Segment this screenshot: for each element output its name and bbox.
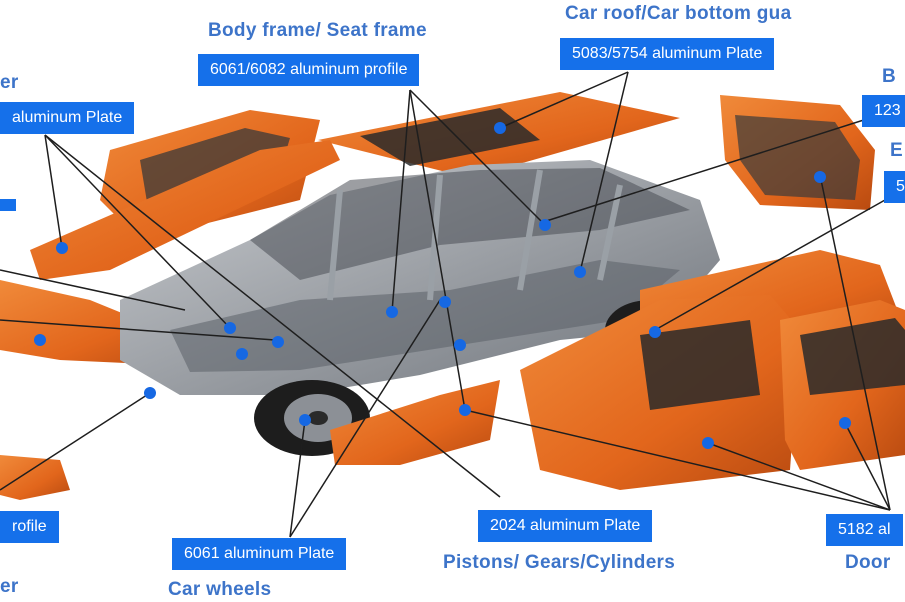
callout-dot [494,122,506,134]
tag-123-right: 123 [862,95,905,127]
callout-dot [299,414,311,426]
callout-dot [439,296,451,308]
caption-door: Door [845,552,891,573]
callout-dot [574,266,586,278]
caption-right-e: E [890,140,903,161]
tag-2024-plate: 2024 aluminum Plate [478,510,653,542]
tag-profile-left: rofile [0,511,59,543]
caption-pistons: Pistons/ Gears/Cylinders [443,552,676,573]
caption-left-top: er [0,72,19,93]
tag-left-edge [0,199,16,211]
caption-car-roof: Car roof/Car bottom gua [565,3,792,24]
caption-right-b: B [882,66,897,87]
left-lower-panel [0,455,70,500]
callout-dot [144,387,156,399]
callout-dots [34,122,851,449]
callout-dot [539,219,551,231]
callout-dot [839,417,851,429]
front-fender-piece [330,380,500,465]
leader-lines [0,71,891,538]
caption-car-wheels: Car wheels [168,579,272,600]
tag-6061-plate: 6061 aluminum Plate [172,538,347,570]
callout-dot [814,171,826,183]
callout-dot [454,339,466,351]
callout-dot [702,437,714,449]
callout-dot [459,404,471,416]
tag-5-right: 5 [884,171,905,203]
callout-dot [224,322,236,334]
caption-left-bottom: er [0,576,19,597]
tag-5083-5754-plate: 5083/5754 aluminum Plate [560,38,775,70]
tag-6061-6082-profile: 6061/6082 aluminum profile [198,54,420,86]
callout-dot [34,334,46,346]
tag-aluminum-plate-left: aluminum Plate [0,102,135,134]
callout-dot [236,348,248,360]
side-rail [30,140,340,280]
caption-body-frame: Body frame/ Seat frame [208,20,427,41]
callout-dot [272,336,284,348]
callout-dot [649,326,661,338]
callout-dot [386,306,398,318]
callout-dot [56,242,68,254]
tag-5182-plate: 5182 al [826,514,903,546]
